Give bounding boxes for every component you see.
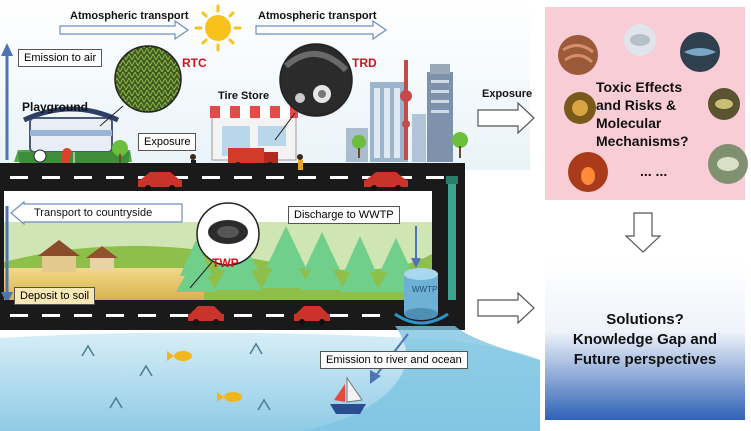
emission-to-air-label: Emission to air [18, 49, 103, 67]
effects-panel-text: Toxic Effects and Risks & Molecular Mech… [596, 78, 689, 150]
emission-river-label: Emission to river and ocean [320, 351, 468, 369]
car-lower-2 [294, 306, 330, 325]
left-road-edge [0, 186, 4, 326]
solutions-line-2: Knowledge Gap and [572, 331, 718, 348]
atm-arrow-right [255, 19, 388, 41]
wwtp-tank [394, 268, 449, 325]
effects-line-3: Molecular [596, 115, 662, 131]
tire-store-label: Tire Store [218, 90, 270, 102]
tire-store [210, 106, 298, 170]
exposure-arrow [477, 101, 535, 135]
discharge-down-arrow [411, 226, 421, 268]
down-arrow-to-solutions [624, 212, 662, 253]
rtc-image [99, 45, 182, 127]
countryside-arrow [10, 201, 183, 225]
solutions-line-1: Solutions? [606, 311, 684, 328]
deposit-down-arrow [1, 206, 13, 304]
trd-image [274, 43, 353, 141]
solutions-panel-bg [545, 260, 745, 420]
trd-label: TRD [352, 56, 377, 70]
sailboat-icon [330, 376, 366, 414]
river [300, 326, 540, 431]
atm-transport-right-label: Atmospheric transport [258, 10, 377, 22]
rtc-label: RTC [182, 56, 207, 70]
atm-transport-left-label: Atmospheric transport [70, 10, 189, 22]
arrow-to-solutions [477, 291, 535, 325]
fish-icons [167, 351, 242, 402]
solutions-line-3: Future perspectives [573, 351, 717, 368]
pedestrian [190, 154, 303, 170]
farm-house [38, 240, 118, 272]
exposure-right-label: Exposure [482, 88, 533, 100]
car-upper-2 [364, 172, 408, 191]
effects-line-1: Toxic Effects [596, 79, 683, 95]
small-trees [112, 132, 468, 164]
car-lower-1 [188, 306, 224, 325]
effects-line-4: Mechanisms? [596, 133, 689, 149]
atm-arrow-left [59, 19, 190, 41]
sun-icon [194, 4, 242, 52]
car-upper-1 [138, 172, 182, 191]
seabird-icons [81, 342, 271, 411]
deposit-soil-label: Deposit to soil [14, 287, 96, 305]
organism-thumbnails [558, 24, 748, 192]
effects-ellipsis: ... ... [640, 163, 668, 179]
exposure-left-label: Exposure [138, 133, 197, 151]
playground-stadium [14, 106, 132, 166]
emission-up-arrow [1, 43, 13, 160]
twp-image [189, 202, 260, 289]
twp-label: TWP [212, 256, 239, 270]
playground-label: Playground [22, 100, 89, 114]
transport-countryside-label: Transport to countryside [34, 207, 153, 219]
effects-line-2: and Risks & [596, 97, 677, 113]
discharge-wwtp-label: Discharge to WWTP [288, 206, 400, 224]
solutions-panel-text: Solutions? Knowledge Gap and Future pers… [545, 310, 745, 370]
wwtp-tank-label: WWTP [412, 285, 438, 294]
